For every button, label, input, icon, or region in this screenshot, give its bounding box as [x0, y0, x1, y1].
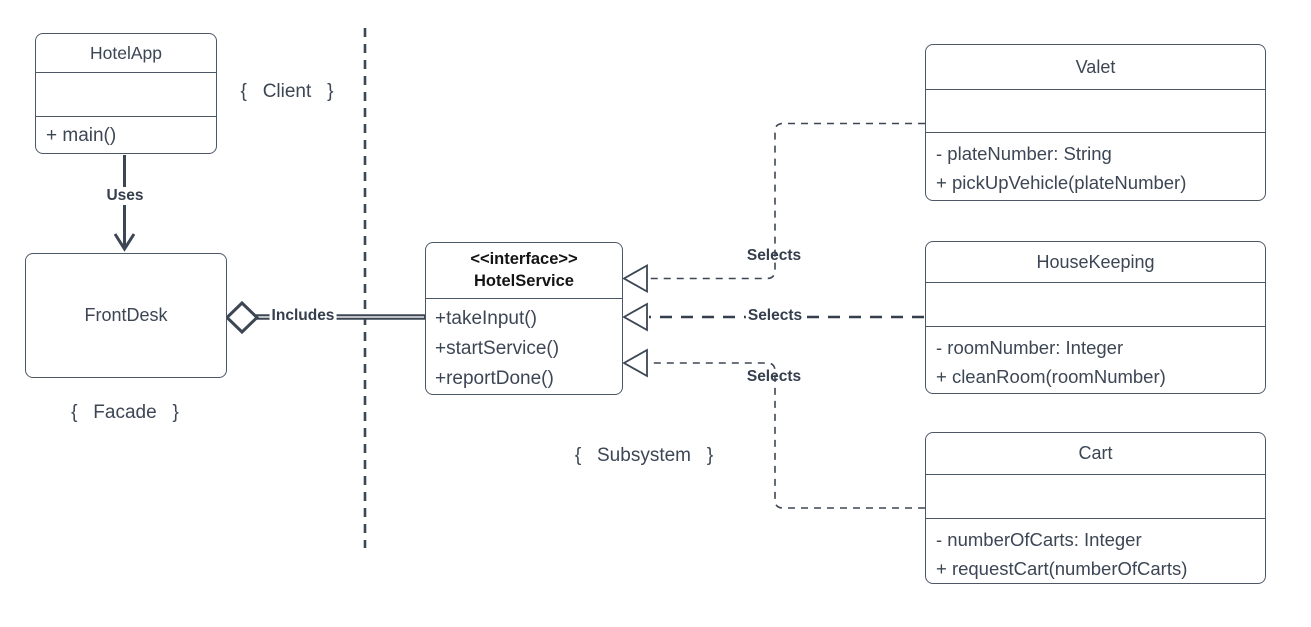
method-entry: + main(): [46, 125, 117, 146]
class-title: Cart: [1078, 443, 1113, 463]
method-entry: + requestCart(numberOfCarts): [936, 558, 1188, 579]
class-members-compartment: - plateNumber: String + pickUpVehicle(pl…: [926, 132, 1265, 200]
class-title: Valet: [1075, 56, 1116, 77]
class-attributes-compartment: [926, 282, 1265, 326]
class-members-compartment: - numberOfCarts: Integer + requestCart(n…: [926, 518, 1265, 583]
class-methods-compartment: + main(): [36, 116, 216, 153]
annotation-subsystem: { Subsystem }: [574, 445, 714, 466]
class-title: FrontDesk: [84, 305, 168, 325]
method-entry: +takeInput(): [435, 308, 537, 329]
uses-edge-label: Uses: [104, 187, 146, 205]
class-title: HotelApp: [90, 42, 162, 63]
interface-header: <<interface>> HotelService: [426, 243, 622, 298]
class-house-keeping[interactable]: HouseKeeping - roomNumber: Integer + cle…: [925, 241, 1266, 394]
selects-cart-edge-label: Selects: [746, 368, 802, 385]
annotation-client: { Client }: [240, 81, 334, 102]
annotation-facade: { Facade }: [71, 402, 179, 423]
class-front-desk[interactable]: FrontDesk: [25, 253, 227, 378]
realization-arrowhead-icon: [622, 348, 648, 378]
class-attributes-compartment: [926, 474, 1265, 518]
selects-valet-connector: [649, 122, 925, 280]
attribute-entry: - roomNumber: Integer: [936, 337, 1124, 358]
aggregation-diamond-icon: [224, 300, 260, 335]
realization-arrowhead-icon: [622, 302, 648, 332]
selects-cart-connector: [649, 362, 925, 509]
selects-housekeeping-edge-label: Selects: [745, 307, 805, 325]
selects-valet-edge-label: Selects: [746, 247, 802, 264]
class-attributes-compartment: [926, 89, 1265, 132]
class-title: HotelService: [474, 272, 574, 290]
class-members-compartment: - roomNumber: Integer + cleanRoom(roomNu…: [926, 326, 1265, 393]
class-cart[interactable]: Cart - numberOfCarts: Integer + requestC…: [925, 432, 1266, 584]
realization-arrowhead-icon: [622, 263, 648, 294]
uses-arrowhead-icon: [113, 233, 136, 252]
method-entry: +startService(): [435, 338, 560, 359]
includes-edge-label: Includes: [269, 307, 337, 325]
method-entry: +reportDone(): [435, 368, 554, 389]
attribute-entry: - numberOfCarts: Integer: [936, 529, 1142, 550]
class-hotel-app[interactable]: HotelApp + main(): [35, 33, 217, 154]
class-valet[interactable]: Valet - plateNumber: String + pickUpVehi…: [925, 44, 1266, 201]
class-methods-compartment: +takeInput() +startService() +reportDone…: [426, 298, 622, 394]
class-hotel-service[interactable]: <<interface>> HotelService +takeInput() …: [425, 242, 623, 395]
class-title: HouseKeeping: [1036, 251, 1155, 272]
attribute-entry: - plateNumber: String: [936, 143, 1112, 164]
method-entry: + cleanRoom(roomNumber): [936, 366, 1166, 387]
method-entry: + pickUpVehicle(plateNumber): [936, 172, 1187, 193]
interface-stereotype: <<interface>>: [470, 250, 578, 268]
class-attributes-compartment: [36, 72, 216, 116]
